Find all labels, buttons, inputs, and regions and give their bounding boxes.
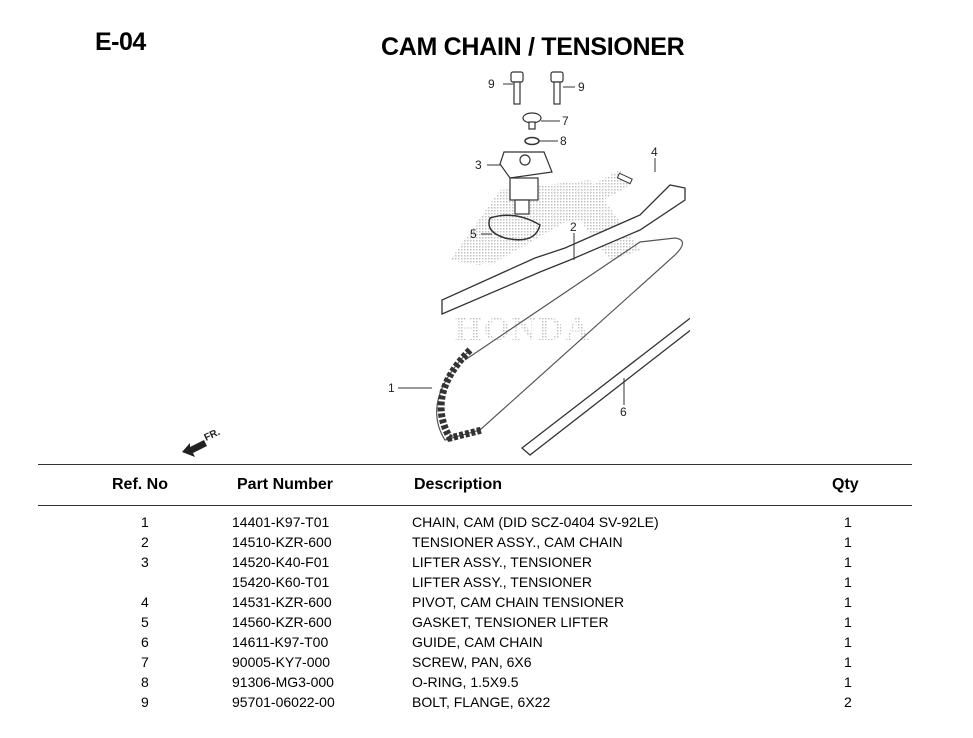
ref-no: 4	[141, 594, 149, 610]
part-number: 14401-K97-T01	[232, 514, 330, 530]
callout-9-left: 9	[488, 77, 495, 91]
table-row: 2 14510-KZR-600 TENSIONER ASSY., CAM CHA…	[0, 534, 973, 554]
part-number: 14531-KZR-600	[232, 594, 332, 610]
part-number: 90005-KY7-000	[232, 654, 331, 670]
qty: 1	[844, 554, 852, 570]
qty: 1	[844, 674, 852, 690]
part-number: 91306-MG3-000	[232, 674, 334, 690]
description: BOLT, FLANGE, 6X22	[412, 694, 551, 710]
tensioner-gasket	[488, 214, 541, 241]
header-ref-no: Ref. No	[112, 476, 168, 493]
ref-no: 6	[141, 634, 149, 650]
cam-chain-guide	[520, 317, 690, 456]
callouts	[398, 83, 656, 405]
ref-no: 3	[141, 554, 149, 570]
qty: 1	[844, 634, 852, 650]
ref-no: 5	[141, 614, 149, 630]
ref-no: 2	[141, 534, 149, 550]
description: CHAIN, CAM (DID SCZ-0404 SV-92LE)	[412, 514, 659, 530]
page-title: CAM CHAIN / TENSIONER	[381, 33, 685, 61]
tensioner-arm	[441, 184, 686, 315]
table-row: 9 95701-06022-00 BOLT, FLANGE, 6X22 2	[0, 694, 973, 714]
table-row: 6 14611-K97-T00 GUIDE, CAM CHAIN 1	[0, 634, 973, 654]
pan-screw	[522, 112, 542, 130]
part-number: 95701-06022-00	[232, 694, 335, 710]
callout-2: 2	[570, 220, 577, 234]
part-number: 14510-KZR-600	[232, 534, 332, 550]
callout-4: 4	[651, 145, 658, 159]
qty: 1	[844, 574, 852, 590]
ref-no: 9	[141, 694, 149, 710]
flange-bolt-right	[550, 71, 564, 105]
part-number: 14611-K97-T00	[232, 634, 329, 650]
table-row: 5 14560-KZR-600 GASKET, TENSIONER LIFTER…	[0, 614, 973, 634]
part-number: 15420-K60-T01	[232, 574, 330, 590]
table-row: 3 14520-K40-F01 LIFTER ASSY., TENSIONER …	[0, 554, 973, 574]
honda-watermark: HONDA	[450, 170, 640, 348]
cam-chain	[437, 347, 483, 443]
tensioner-lifter	[499, 151, 553, 215]
qty: 1	[844, 514, 852, 530]
header-qty: Qty	[832, 476, 859, 493]
description: LIFTER ASSY., TENSIONER	[412, 574, 592, 590]
description: SCREW, PAN, 6X6	[412, 654, 532, 670]
part-number: 14520-K40-F01	[232, 554, 330, 570]
callout-3: 3	[475, 158, 482, 172]
callout-1: 1	[388, 381, 395, 395]
tensioner-pivot	[616, 172, 633, 185]
qty: 1	[844, 594, 852, 610]
qty: 1	[844, 534, 852, 550]
description: LIFTER ASSY., TENSIONER	[412, 554, 592, 570]
exploded-parts-diagram: HONDA 9 9	[182, 71, 690, 457]
ref-no: 1	[141, 514, 149, 530]
description: TENSIONER ASSY., CAM CHAIN	[412, 534, 623, 550]
description: GASKET, TENSIONER LIFTER	[412, 614, 609, 630]
header-part-number: Part Number	[237, 476, 334, 493]
callout-8: 8	[560, 134, 567, 148]
table-row: 8 91306-MG3-000 O-RING, 1.5X9.5 1	[0, 674, 973, 694]
table-row: 1 14401-K97-T01 CHAIN, CAM (DID SCZ-0404…	[0, 514, 973, 534]
flange-bolt-left	[510, 71, 524, 105]
ref-no: 7	[141, 654, 149, 670]
description: PIVOT, CAM CHAIN TENSIONER	[412, 594, 625, 610]
ref-no: 8	[141, 674, 149, 690]
callout-5: 5	[470, 227, 477, 241]
table-top-rule	[38, 464, 912, 465]
table-header-rule	[38, 505, 912, 506]
qty: 2	[844, 694, 852, 710]
table-row: 4 14531-KZR-600 PIVOT, CAM CHAIN TENSION…	[0, 594, 973, 614]
qty: 1	[844, 654, 852, 670]
front-direction-arrow-icon: FR.	[182, 427, 222, 457]
table-row: 7 90005-KY7-000 SCREW, PAN, 6X6 1	[0, 654, 973, 674]
honda-watermark-text: HONDA	[455, 311, 592, 348]
o-ring	[524, 136, 540, 146]
front-marker-label: FR.	[203, 427, 222, 444]
callout-9-right: 9	[578, 80, 585, 94]
section-code: E-04	[95, 28, 146, 56]
description: GUIDE, CAM CHAIN	[412, 634, 543, 650]
part-number: 14560-KZR-600	[232, 614, 332, 630]
description: O-RING, 1.5X9.5	[412, 674, 519, 690]
table-row: 15420-K60-T01 LIFTER ASSY., TENSIONER 1	[0, 574, 973, 594]
callout-6: 6	[620, 405, 627, 419]
qty: 1	[844, 614, 852, 630]
callout-7: 7	[562, 114, 569, 128]
header-description: Description	[414, 476, 503, 493]
